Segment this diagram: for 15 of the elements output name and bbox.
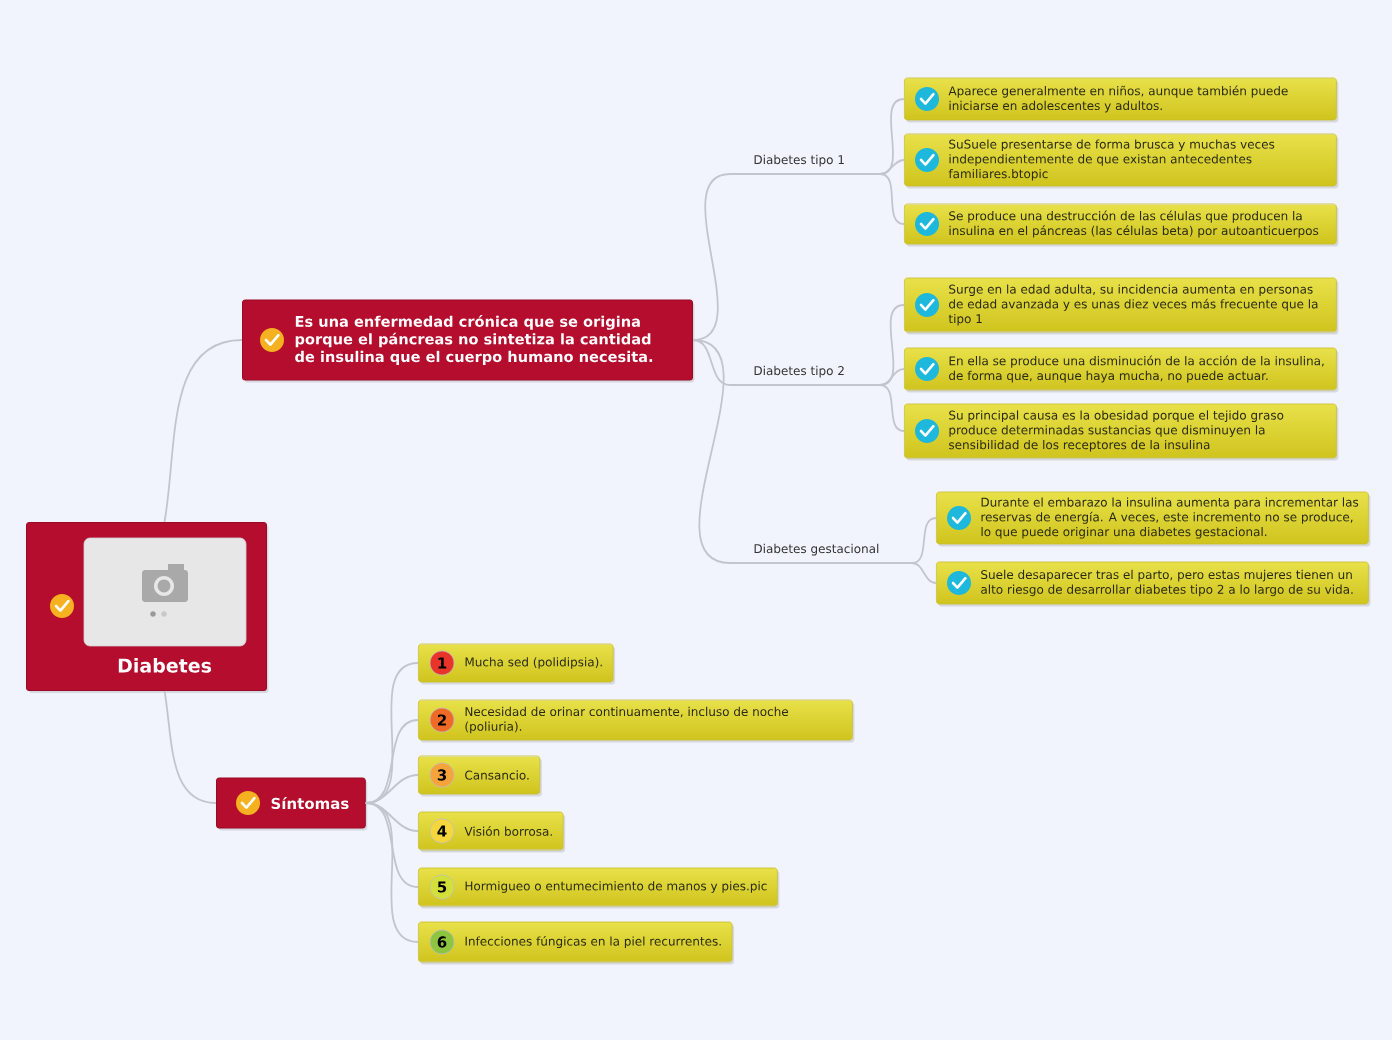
branch-line [911, 517, 937, 564]
branch-line [879, 304, 905, 386]
branch-line [163, 690, 217, 804]
branch-line [911, 562, 937, 584]
branch-line [879, 368, 905, 386]
branch-line [163, 339, 243, 523]
branch-line [364, 802, 419, 943]
branch-line [879, 98, 905, 175]
branch-line [692, 339, 731, 386]
branch-line [692, 173, 731, 341]
branch-line [879, 384, 905, 432]
branch-line [692, 339, 731, 564]
branch-line [879, 173, 905, 225]
branch-line [364, 719, 419, 804]
branch-line [879, 159, 905, 175]
